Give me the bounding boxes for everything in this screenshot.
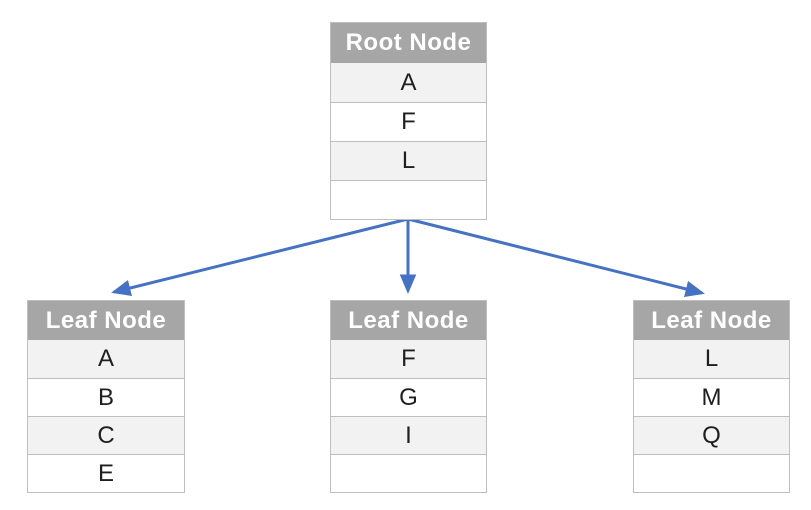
leaf-node-header-3: Leaf Node xyxy=(634,301,789,340)
leaf3-key-cell-4 xyxy=(634,454,789,492)
root-key-cell-4 xyxy=(331,180,486,219)
root-key-cell-3: L xyxy=(331,141,486,180)
leaf1-key-cell-4: E xyxy=(28,454,184,492)
leaf2-key-cell-4 xyxy=(331,454,486,492)
leaf1-key-cell-3: C xyxy=(28,416,184,454)
leaf-node-table-2: Leaf Node F G I xyxy=(330,300,487,493)
arrow-root-to-leaf-1 xyxy=(111,217,409,297)
root-node-header: Root Node xyxy=(331,23,486,63)
root-key-cell-2: F xyxy=(331,102,486,141)
leaf2-key-cell-2: G xyxy=(331,378,486,416)
leaf-node-table-3: Leaf Node L M Q xyxy=(633,300,790,493)
leaf-node-table-1: Leaf Node A B C E xyxy=(27,300,185,493)
leaf3-key-cell-2: M xyxy=(634,378,789,416)
leaf3-key-cell-3: Q xyxy=(634,416,789,454)
leaf1-key-cell-1: A xyxy=(28,340,184,378)
leaf-node-header-2: Leaf Node xyxy=(331,301,486,340)
root-node-table: Root Node A F L xyxy=(330,22,487,220)
leaf3-key-cell-1: L xyxy=(634,340,789,378)
leaf2-key-cell-3: I xyxy=(331,416,486,454)
root-key-cell-1: A xyxy=(331,63,486,102)
leaf2-key-cell-1: F xyxy=(331,340,486,378)
leaf-node-header-1: Leaf Node xyxy=(28,301,184,340)
arrow-root-to-leaf-3 xyxy=(407,217,705,297)
leaf1-key-cell-2: B xyxy=(28,378,184,416)
